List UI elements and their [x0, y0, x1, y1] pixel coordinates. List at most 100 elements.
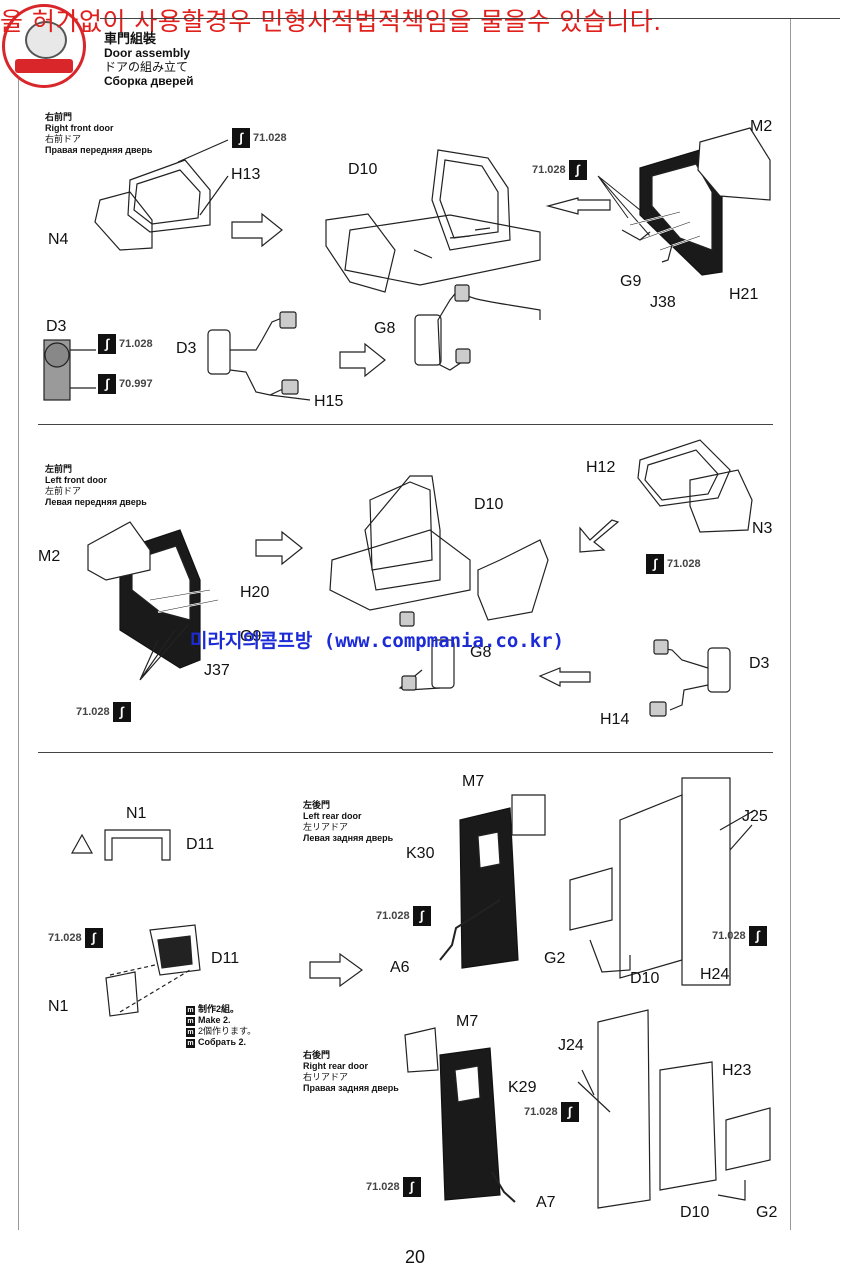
brush-icon: ∫: [748, 926, 767, 946]
part-label-n1: N1: [126, 805, 147, 822]
make-marker-icon: m: [186, 1017, 195, 1026]
h12-frame-shape: [637, 439, 731, 507]
left-rear-panel-shape: [569, 867, 613, 931]
brush-icon: ∫: [402, 1177, 421, 1197]
brush-icon: ∫: [84, 928, 103, 948]
lf-title-en: Left front door: [45, 475, 107, 485]
paint-callout-rf-2: 71.028 ∫: [532, 160, 587, 180]
part-label-h21: H21: [729, 286, 759, 303]
part-label-h23: H23: [722, 1062, 752, 1079]
paint-callout-d3-1: ∫ 71.028: [98, 334, 153, 354]
part-label-g2: G2: [544, 950, 566, 967]
right-rear-door-title: 右後門 Right rear door 右リアドア Правая задняя …: [303, 1050, 399, 1094]
m7-glass-shape-2: [404, 1027, 439, 1073]
stamp-band: [15, 59, 73, 73]
part-label-n3: N3: [752, 520, 773, 537]
part-label-h15: H15: [314, 393, 344, 410]
arrow-right-1: [231, 212, 283, 248]
d3-connector: [207, 329, 231, 375]
brush-icon: ∫: [112, 702, 131, 722]
paint-callout-j24: 71.028 ∫: [524, 1102, 579, 1122]
part-label-j37: J37: [204, 662, 230, 679]
lr-title-en: Left rear door: [303, 811, 362, 821]
watermark-site-url: 미라지의콤프방 (www.compmania.co.kr): [190, 630, 565, 652]
door-frame-outline: [431, 149, 511, 251]
paint-code: 71.028: [253, 132, 287, 144]
step-header: 車門組裝 Door assembly ドアの組み立て Сборка дверей: [104, 31, 194, 89]
part-label-d11-2: D11: [211, 950, 240, 967]
right-front-door-title: 右前門 Right front door 右前ドア Правая передня…: [45, 112, 152, 156]
rf-title-jp: 右前ドア: [45, 134, 82, 144]
part-label-n1-2: N1: [48, 998, 69, 1015]
arrow-right-3: [255, 530, 303, 566]
part-label-h24: H24: [700, 966, 730, 983]
arrow-down-left: [579, 519, 620, 553]
paint-code: 71.028: [366, 1181, 400, 1193]
brush-icon: ∫: [560, 1102, 579, 1122]
brush-icon: ∫: [98, 374, 116, 394]
part-label-d10: D10: [348, 161, 378, 178]
paint-callout-lr: 71.028 ∫: [376, 906, 431, 926]
lf-title-ru: Левая передняя дверь: [45, 497, 147, 507]
part-label-k29: K29: [508, 1079, 537, 1096]
n1-d11-bracket: [104, 829, 171, 861]
paint-callout-d11: 71.028 ∫: [48, 928, 103, 948]
paint-code: 71.028: [76, 706, 110, 718]
part-label-d10-4: D10: [680, 1204, 710, 1221]
door-panel-shape: [325, 213, 396, 293]
part-label-d3-2: D3: [176, 340, 197, 357]
header-title-cn: 車門組裝: [104, 31, 157, 46]
paint-code: 71.028: [376, 910, 410, 922]
paint-callout-j25: 71.028 ∫: [712, 926, 767, 946]
lf-title-cn: 左前門: [45, 464, 73, 474]
paint-code: 71.028: [48, 932, 82, 944]
section-divider-2: [38, 752, 773, 753]
compmania-stamp-logo: [2, 4, 86, 88]
brush-icon: ∫: [232, 128, 250, 148]
rr-title-ru: Правая задняя дверь: [303, 1083, 399, 1093]
header-title-ru: Сборка дверей: [104, 74, 194, 88]
part-label-g8: G8: [374, 320, 396, 337]
part-label-g9-2: G9: [240, 628, 262, 645]
lr-title-cn: 左後門: [303, 800, 331, 810]
part-label-m2: M2: [750, 118, 773, 135]
rf-title-ru: Правая передняя дверь: [45, 145, 153, 155]
part-label-d3-3: D3: [749, 655, 770, 672]
part-label-h20: H20: [240, 584, 270, 601]
n3-glass-shape: [689, 469, 753, 533]
paint-callout-rf-1: ∫ 71.028: [232, 128, 287, 148]
h13-frame-shape: [127, 159, 211, 233]
part-label-h14: H14: [600, 711, 630, 728]
stamp-character: [25, 21, 67, 59]
k29-door-dark: [439, 1047, 501, 1201]
watermark-warning-text: 을 허가없이 사용할경우 민형사적법적책임을 물을수 있습니다.: [0, 7, 662, 36]
page-number: 20: [405, 1247, 426, 1267]
part-label-m7-2: M7: [456, 1013, 479, 1030]
arrow-left-2: [538, 667, 591, 687]
k30-door-dark: [459, 807, 519, 969]
rr-title-cn: 右後門: [303, 1050, 331, 1060]
door-frame-outline-2: [364, 475, 441, 591]
left-rear-door-title: 左後門 Left rear door 左リアドア Левая задняя дв…: [303, 800, 393, 844]
arrow-right-2: [339, 342, 386, 378]
part-label-g8-2: G8: [470, 644, 492, 661]
part-label-a6: A6: [390, 959, 410, 976]
m2-glass-shape-2: [87, 521, 151, 581]
make-marker-icon: m: [186, 1028, 195, 1037]
brush-icon: ∫: [568, 160, 587, 180]
part-label-n4: N4: [48, 231, 69, 248]
paint-code: 71.028: [667, 558, 701, 570]
paint-code: 71.028: [119, 338, 153, 350]
page-frame-left: [18, 18, 19, 1230]
part-label-m2-2: M2: [38, 548, 61, 565]
lr-title-jp: 左リアドア: [303, 822, 349, 832]
left-front-door-title: 左前門 Left front door 左前ドア Левая передняя …: [45, 464, 147, 508]
header-title-jp: ドアの組み立て: [104, 60, 189, 74]
arrow-right-4: [309, 952, 364, 988]
part-label-h13: H13: [231, 166, 261, 183]
brush-icon: ∫: [412, 906, 431, 926]
